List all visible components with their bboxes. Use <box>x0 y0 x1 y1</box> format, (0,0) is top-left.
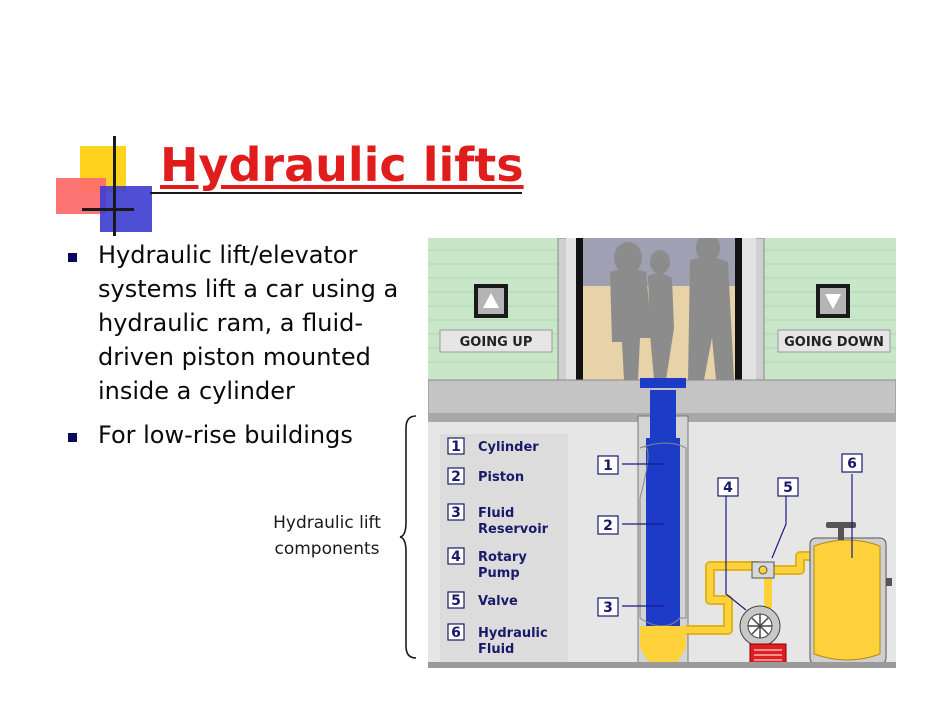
callout-box <box>597 455 619 475</box>
title-deco-horizontal-line <box>82 208 134 211</box>
reservoir-cap <box>826 522 856 528</box>
fluid-in-cylinder <box>640 626 686 664</box>
component-label: Cylinder <box>478 440 539 455</box>
component-number: 3 <box>451 505 461 521</box>
down-arrow-icon <box>825 294 841 309</box>
piston <box>646 438 680 628</box>
hydraulic-lift-diagram: GOING UP GOING DOWN <box>428 238 896 668</box>
up-arrow-icon <box>483 293 499 308</box>
component-number: 2 <box>451 469 461 485</box>
bullet-text: For low-rise buildings <box>98 421 353 449</box>
component-label: Hydraulic <box>478 626 548 641</box>
passengers-silhouette <box>610 238 734 380</box>
callout-number: 4 <box>723 480 733 496</box>
component-label: Reservoir <box>478 522 549 537</box>
component-number-box <box>447 591 465 609</box>
bullet-text: Hydraulic lift/elevator systems lift a c… <box>98 241 399 405</box>
hydraulic-fluid <box>813 539 881 661</box>
callout-box <box>841 453 863 473</box>
callouts <box>622 463 853 611</box>
going-down-sign: GOING DOWN <box>784 335 884 350</box>
title-deco-vertical-line <box>113 136 116 236</box>
callout-number: 1 <box>603 458 613 474</box>
component-number-box <box>447 437 465 455</box>
bullet-marker <box>68 253 77 262</box>
component-number-box <box>447 503 465 521</box>
component-label: Fluid <box>478 642 514 657</box>
slide-title: Hydraulic lifts <box>160 138 524 192</box>
diagram-caption: Hydraulic lift components <box>273 513 381 559</box>
title-rule <box>150 192 522 194</box>
component-number: 1 <box>451 439 461 455</box>
callout-number: 6 <box>847 456 857 472</box>
component-label: Piston <box>478 470 524 485</box>
callout-number: 5 <box>783 480 793 496</box>
component-label: Pump <box>478 566 520 581</box>
component-number-box <box>447 467 465 485</box>
callout-box <box>597 597 619 617</box>
component-label: Valve <box>478 594 518 609</box>
component-label: Fluid <box>478 506 514 521</box>
callout-box <box>597 515 619 535</box>
component-number-box <box>447 623 465 641</box>
callout-number: 2 <box>603 518 613 534</box>
callout-box <box>777 477 799 497</box>
going-up-sign: GOING UP <box>460 335 533 350</box>
bullet-marker <box>68 433 77 442</box>
component-label: Rotary <box>478 550 527 565</box>
callout-number: 3 <box>603 600 613 616</box>
component-number-box <box>447 547 465 565</box>
component-number: 4 <box>451 549 461 565</box>
curly-brace <box>399 415 417 659</box>
component-number: 5 <box>451 593 461 609</box>
component-number: 6 <box>451 625 461 641</box>
callout-box <box>717 477 739 497</box>
